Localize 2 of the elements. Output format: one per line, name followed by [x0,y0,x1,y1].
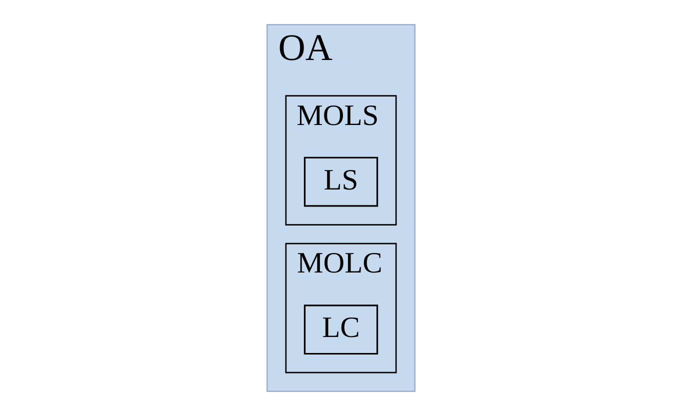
node-box: LC [304,304,378,355]
node-box: LS [304,156,378,207]
